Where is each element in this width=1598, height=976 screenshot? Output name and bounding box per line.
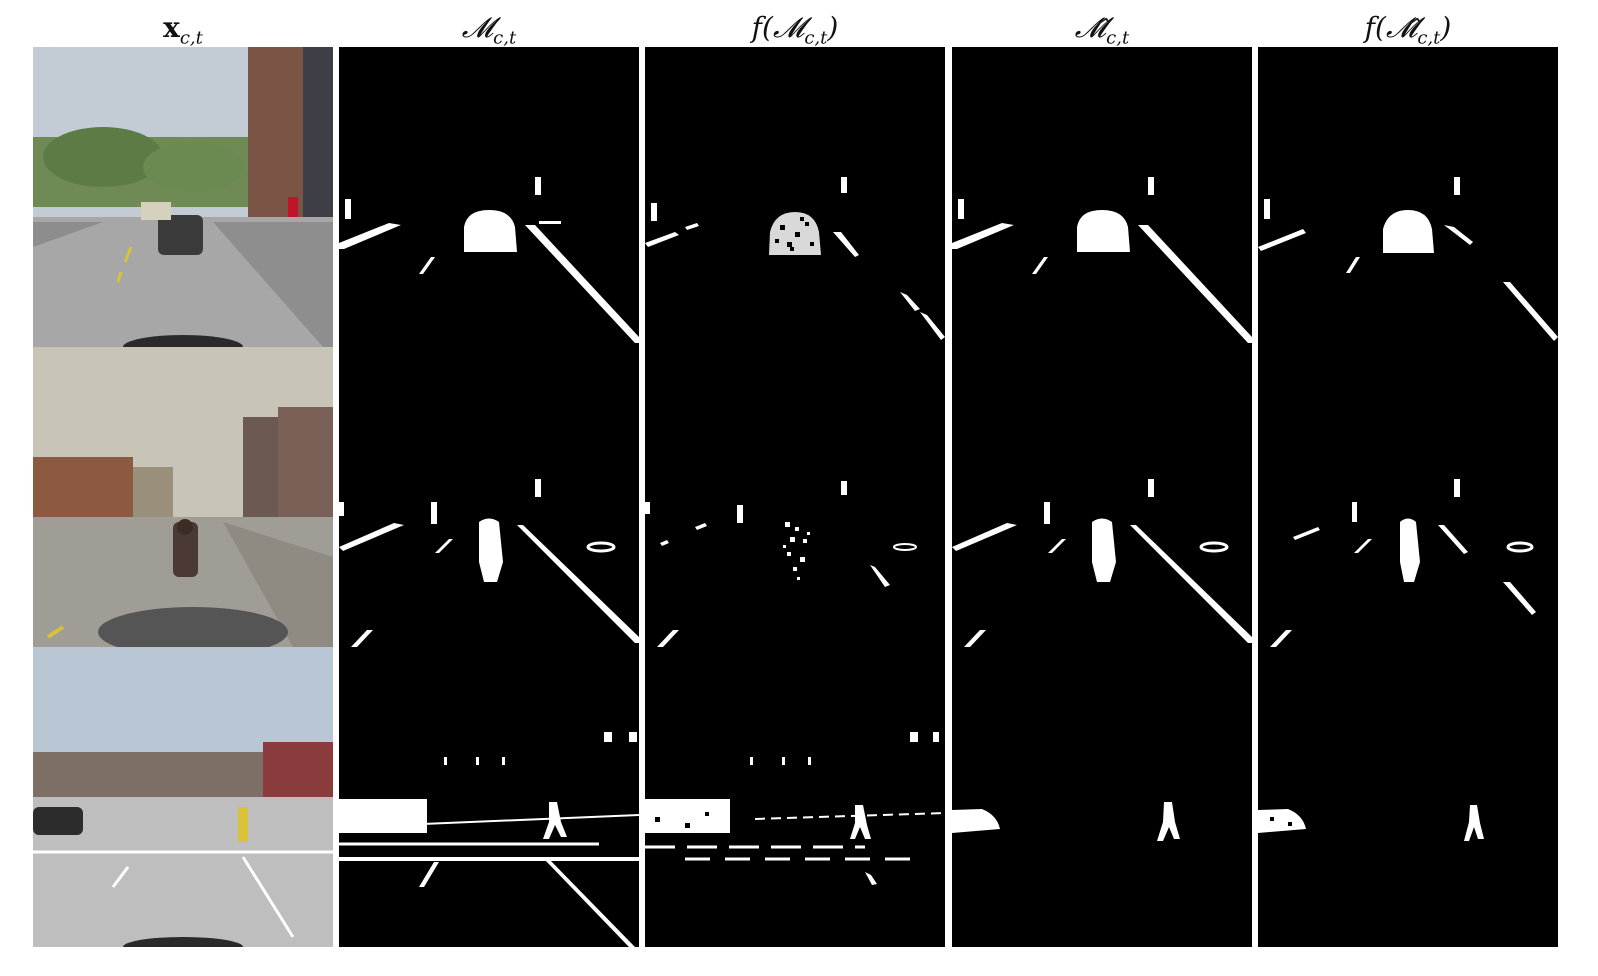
f-mask-town03 bbox=[645, 647, 945, 947]
input-image-town01 bbox=[33, 47, 333, 347]
row-label-town03: Town03 bbox=[0, 647, 62, 947]
f-mask-town01 bbox=[645, 47, 945, 347]
input-image-town02 bbox=[33, 347, 333, 647]
f-mask-town02 bbox=[645, 347, 945, 647]
f-mask-hat-town02 bbox=[1258, 347, 1558, 647]
f-mask-hat-town01 bbox=[1258, 47, 1558, 347]
input-image-town03 bbox=[33, 647, 333, 947]
row-label-town01: Town01 bbox=[0, 47, 62, 347]
mask-town03 bbox=[339, 647, 639, 947]
f-mask-hat-town03 bbox=[1258, 647, 1558, 947]
mask-town02 bbox=[339, 347, 639, 647]
mask-hat-town03 bbox=[952, 647, 1252, 947]
col-header-input-image: xc,t bbox=[163, 11, 203, 49]
mask-hat-town02 bbox=[952, 347, 1252, 647]
mask-hat-town01 bbox=[952, 47, 1252, 347]
col-header-mask: 𝓜c,t bbox=[461, 11, 517, 49]
row-label-town02: Town02 bbox=[0, 347, 62, 647]
mask-town01 bbox=[339, 47, 639, 347]
col-header-f-mask: f(𝓜c,t) bbox=[751, 11, 839, 49]
col-header-mask-hat: 𝓜̂c,t bbox=[1074, 11, 1130, 49]
col-header-f-mask-hat: f(𝓜̂c,t) bbox=[1364, 11, 1452, 49]
